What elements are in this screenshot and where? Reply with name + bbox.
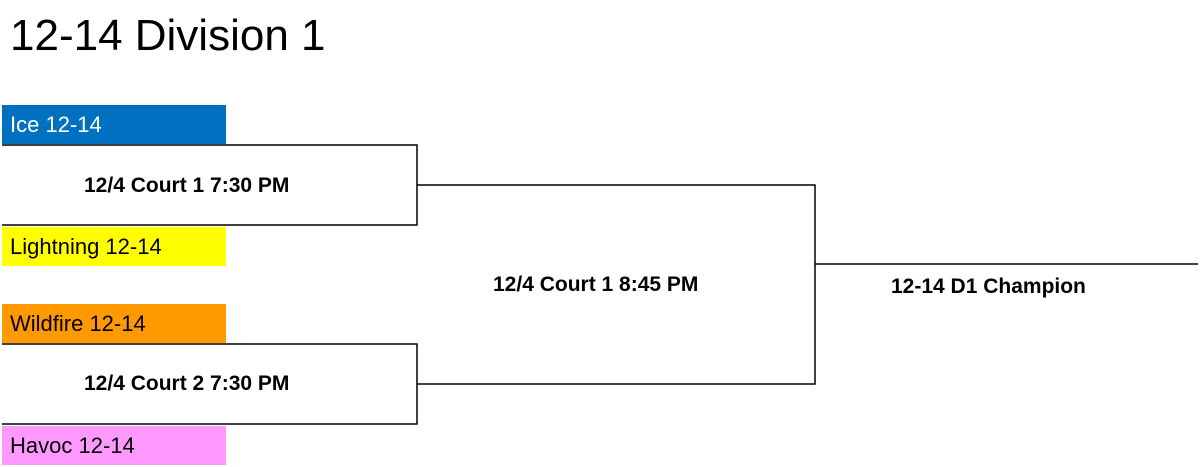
team-wildfire: Wildfire 12-14 xyxy=(2,304,226,343)
game-1-label: 12/4 Court 1 7:30 PM xyxy=(84,174,290,197)
bracket-title: 12-14 Division 1 xyxy=(10,11,326,60)
game-2-label: 12/4 Court 2 7:30 PM xyxy=(84,372,290,395)
final-bracket xyxy=(417,184,816,385)
team-havoc: Havoc 12-14 xyxy=(2,426,226,465)
champion-label: 12-14 D1 Champion xyxy=(891,275,1086,298)
team-ice: Ice 12-14 xyxy=(2,105,226,144)
team-lightning: Lightning 12-14 xyxy=(2,227,226,266)
final-game-label: 12/4 Court 1 8:45 PM xyxy=(493,273,699,296)
